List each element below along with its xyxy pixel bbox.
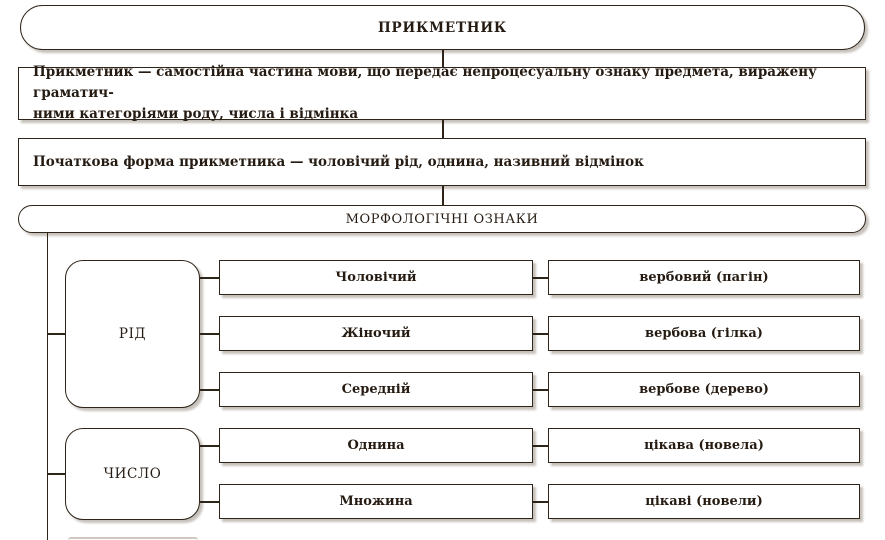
morphology-heading: МОРФОЛОГІЧНІ ОЗНАКИ <box>345 211 539 227</box>
row-label-feminine: Жіночий <box>341 326 411 341</box>
stub-gender-masculine <box>200 277 219 279</box>
stub-singular-example <box>533 445 548 447</box>
connector-initialform-morphology <box>442 186 444 205</box>
row-example-singular: цікава (новела) <box>644 438 764 453</box>
definition-box: Прикметник — самостійна частина мови, що… <box>18 64 866 122</box>
row-label-singular: Однина <box>347 438 405 453</box>
initial-form-text: Початкова форма прикметника — чоловічий … <box>33 153 644 170</box>
stub-number-singular <box>200 445 219 447</box>
category-box-number: ЧИСЛО <box>65 428 200 520</box>
branch-line-gender <box>47 333 65 335</box>
initial-form-box: Початкова форма прикметника — чоловічий … <box>18 138 866 186</box>
row-example-box-masculine: вербовий (пагін) <box>548 260 860 295</box>
category-label-number: ЧИСЛО <box>103 466 162 482</box>
row-example-masculine: вербовий (пагін) <box>639 270 769 285</box>
morphology-heading-box: МОРФОЛОГІЧНІ ОЗНАКИ <box>18 205 866 233</box>
row-label-neuter: Середній <box>341 382 411 397</box>
stub-feminine-example <box>533 333 548 335</box>
connector-definition-initialform <box>442 120 444 138</box>
category-box-gender: РІД <box>65 260 200 408</box>
row-example-neuter: вербове (дерево) <box>639 382 769 397</box>
stub-plural-example <box>533 501 548 503</box>
row-example-feminine: вербова (гілка) <box>645 326 763 341</box>
row-example-box-singular: цікава (новела) <box>548 428 860 463</box>
cutoff-next-box-edge <box>68 537 198 540</box>
branch-line-number <box>47 473 65 475</box>
row-label-box-masculine: Чоловічий <box>219 260 533 295</box>
diagram-title: ПРИКМЕТНИК <box>377 19 507 36</box>
row-example-box-feminine: вербова (гілка) <box>548 316 860 351</box>
category-label-gender: РІД <box>118 326 147 342</box>
row-example-box-plural: цікаві (новели) <box>548 484 860 519</box>
row-example-box-neuter: вербове (дерево) <box>548 372 860 407</box>
stub-number-plural <box>200 501 219 503</box>
row-label-box-singular: Однина <box>219 428 533 463</box>
definition-line-1: Прикметник — самостійна частина мови, що… <box>33 64 817 101</box>
row-label-box-plural: Множина <box>219 484 533 519</box>
title-box: ПРИКМЕТНИК <box>20 5 865 50</box>
row-example-plural: цікаві (новели) <box>645 494 763 509</box>
tree-trunk-line <box>46 233 48 540</box>
definition-line-2: ними категоріями роду, числа і відмінка <box>33 106 359 122</box>
connector-title-definition <box>442 50 444 67</box>
row-label-box-neuter: Середній <box>219 372 533 407</box>
stub-masculine-example <box>533 277 548 279</box>
stub-gender-neuter <box>200 389 219 391</box>
stub-neuter-example <box>533 389 548 391</box>
stub-gender-feminine <box>200 333 219 335</box>
row-label-masculine: Чоловічий <box>335 270 417 285</box>
row-label-plural: Множина <box>339 494 413 509</box>
row-label-box-feminine: Жіночий <box>219 316 533 351</box>
